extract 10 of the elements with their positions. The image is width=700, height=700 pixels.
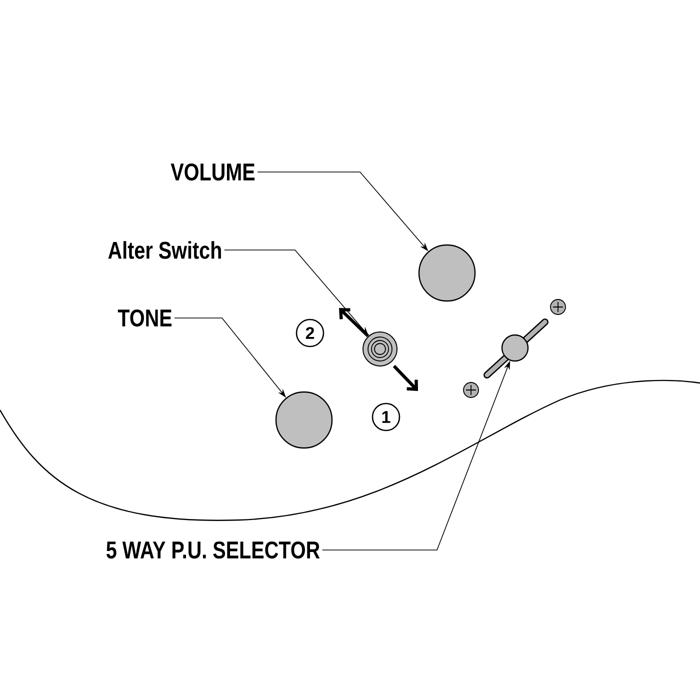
circled-number: 1	[372, 402, 400, 432]
control-knob	[418, 244, 476, 302]
selector-lever	[501, 334, 529, 362]
control-knob	[275, 391, 333, 449]
part-label: Alter Switch	[108, 241, 221, 259]
switch-knob	[362, 332, 398, 366]
part-label: 5 WAY P.U. SELECTOR	[106, 541, 320, 559]
part-label: TONE	[118, 309, 172, 327]
part-label: VOLUME	[170, 163, 255, 181]
circled-number: 2	[296, 318, 324, 348]
